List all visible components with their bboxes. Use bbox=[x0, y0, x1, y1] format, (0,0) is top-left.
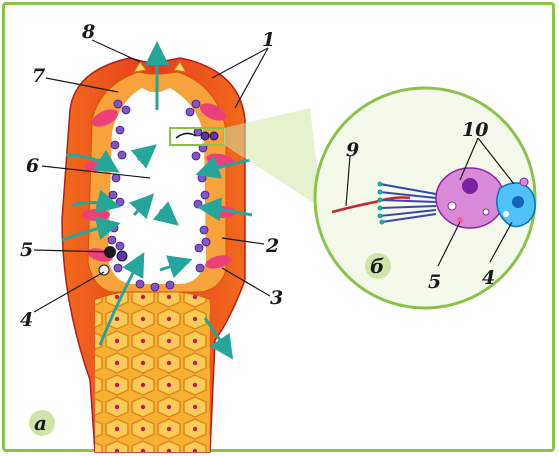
label-1: 1 bbox=[262, 29, 275, 51]
panel-b-label: б bbox=[370, 254, 384, 278]
label-b-4: 4 bbox=[482, 267, 495, 289]
label-2: 2 bbox=[265, 235, 279, 257]
label-b-5: 5 bbox=[428, 271, 441, 293]
label-6: 6 bbox=[26, 155, 39, 177]
label-3: 3 bbox=[270, 287, 283, 309]
label-b-9: 9 bbox=[346, 139, 359, 161]
label-b-10: 10 bbox=[462, 119, 488, 141]
label-7: 7 bbox=[32, 65, 45, 87]
zoom-circle bbox=[315, 88, 535, 308]
panel-a-label: а bbox=[34, 411, 47, 435]
label-5: 5 bbox=[20, 239, 33, 261]
label-8: 8 bbox=[81, 21, 95, 43]
label-4: 4 bbox=[20, 309, 33, 331]
